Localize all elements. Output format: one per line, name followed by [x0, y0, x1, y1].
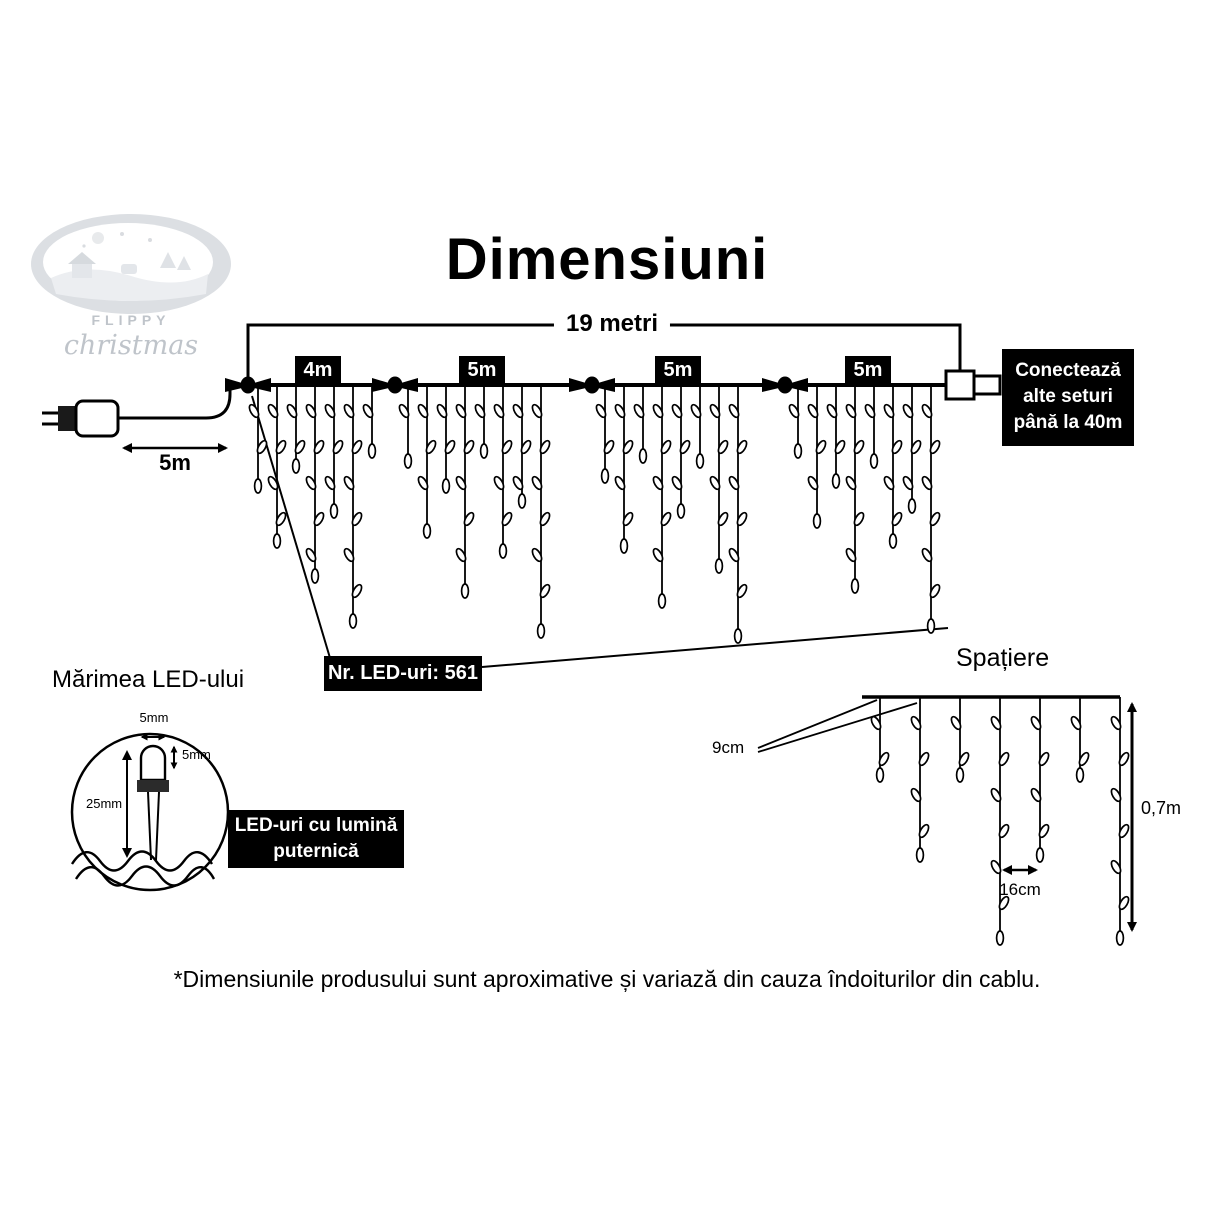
brand-logo: FLIPPY christmas: [24, 212, 238, 361]
drop-gap-leader: [757, 699, 878, 749]
icicle-strands: [248, 385, 941, 644]
drop-height-label: 0,7m: [1141, 798, 1182, 818]
led-bulb-icon: [139, 744, 167, 782]
segment-label-2: 5m: [459, 356, 505, 385]
led-gap-label: 16cm: [999, 880, 1041, 899]
led-count-box: Nr. LED-uri: 561: [324, 656, 482, 691]
end-connector-icon: [944, 369, 1002, 401]
callout-line-1: LED-uri cu lumină: [234, 815, 398, 837]
led-width-label: 5mm: [139, 710, 169, 725]
connect-line-2: alte seturi: [1023, 386, 1113, 408]
twisted-cable: [70, 850, 214, 872]
segment-label-4: 5m: [845, 356, 891, 385]
logo-script-text: christmas: [63, 330, 199, 361]
logo-winter-scene: [31, 214, 231, 314]
segment-label-1: 4m: [295, 356, 341, 385]
total-length-label: 19 metri: [553, 308, 671, 340]
segment-label-3: 5m: [655, 356, 701, 385]
logo-brand-text: FLIPPY: [91, 312, 171, 328]
connect-info-box: Conectează alte seturi până la 40m: [1002, 349, 1134, 446]
drop-gap-label: 9cm: [712, 738, 745, 757]
lead-length-label: 5m: [159, 450, 191, 475]
page-title: Dimensiuni: [445, 227, 769, 292]
led-length-label: 25mm: [86, 796, 123, 811]
led-count-leader-right: [481, 627, 949, 668]
lead-cable: [116, 385, 232, 420]
power-plug-icon: [42, 399, 120, 438]
footnote-text: *Dimensiunile produsului sunt aproximati…: [173, 966, 1041, 992]
spacing-heading: Spațiere: [956, 644, 1050, 672]
callout-line-2: puternică: [273, 841, 359, 862]
led-callout-box: LED-uri cu lumină puternică: [228, 810, 404, 868]
led-detail-drawing: [70, 732, 230, 892]
twisted-cable: [74, 865, 216, 887]
led-count-leader-left: [251, 395, 331, 659]
spacing-diagram: [757, 695, 1137, 946]
wire-clips: [225, 376, 808, 394]
led-size-heading: Mărimea LED-ului: [52, 666, 245, 693]
connect-line-1: Conectează: [1015, 360, 1121, 381]
led-tip-label: 5mm: [182, 747, 211, 762]
connect-line-3: până la 40m: [1013, 412, 1123, 434]
drop-gap-leader: [757, 702, 918, 753]
